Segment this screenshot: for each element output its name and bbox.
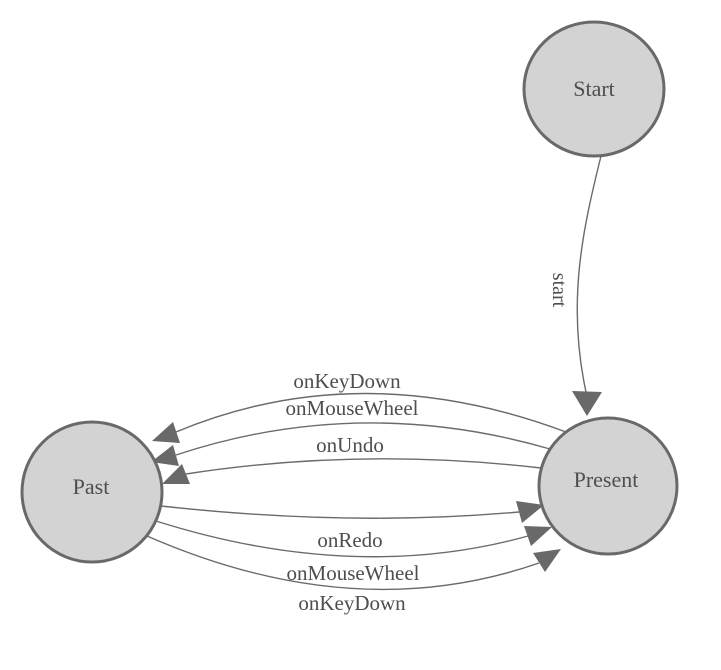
arrowhead-onredo-at-present bbox=[516, 501, 544, 523]
edge-past-to-present-onredo bbox=[160, 505, 520, 519]
state-node-start: Start bbox=[522, 20, 666, 158]
edge-label-onkeydown-bottom: onKeyDown bbox=[298, 591, 406, 615]
edge-past-to-present-onkeydown bbox=[146, 535, 540, 591]
edge-present-to-past-onmousewheel bbox=[175, 422, 551, 456]
state-node-present: Present bbox=[537, 416, 679, 556]
present-node-circle bbox=[537, 416, 679, 556]
state-node-past: Past bbox=[20, 420, 164, 564]
present-node-label: Present bbox=[574, 467, 639, 492]
arrowhead-onmousewheel-at-present bbox=[524, 526, 552, 546]
edge-present-to-past-onkeydown bbox=[175, 392, 567, 433]
edge-label-onundo: onUndo bbox=[316, 433, 384, 457]
arrowhead-start-to-present bbox=[572, 391, 602, 416]
arrowhead-onkeydown-at-present bbox=[533, 549, 561, 572]
arrowhead-onmousewheel-at-past bbox=[151, 445, 179, 466]
edge-label-onmousewheel-bottom: onMouseWheel bbox=[287, 561, 420, 585]
edge-past-to-present-onmousewheel bbox=[155, 520, 529, 558]
start-node-label: Start bbox=[573, 76, 615, 101]
edge-label-onkeydown-top: onKeyDown bbox=[293, 369, 401, 393]
edge-label-start: start bbox=[548, 273, 570, 308]
start-node-circle bbox=[522, 20, 666, 158]
edge-label-onredo: onRedo bbox=[317, 528, 382, 552]
past-node-circle bbox=[20, 420, 164, 564]
edge-label-onmousewheel-top: onMouseWheel bbox=[286, 396, 419, 420]
past-node-label: Past bbox=[73, 474, 110, 499]
arrowhead-onundo-at-past bbox=[162, 464, 190, 484]
arrowhead-onkeydown-at-past bbox=[152, 422, 180, 443]
edge-present-to-past-onundo bbox=[185, 458, 542, 475]
edge-start-to-present bbox=[576, 155, 602, 393]
